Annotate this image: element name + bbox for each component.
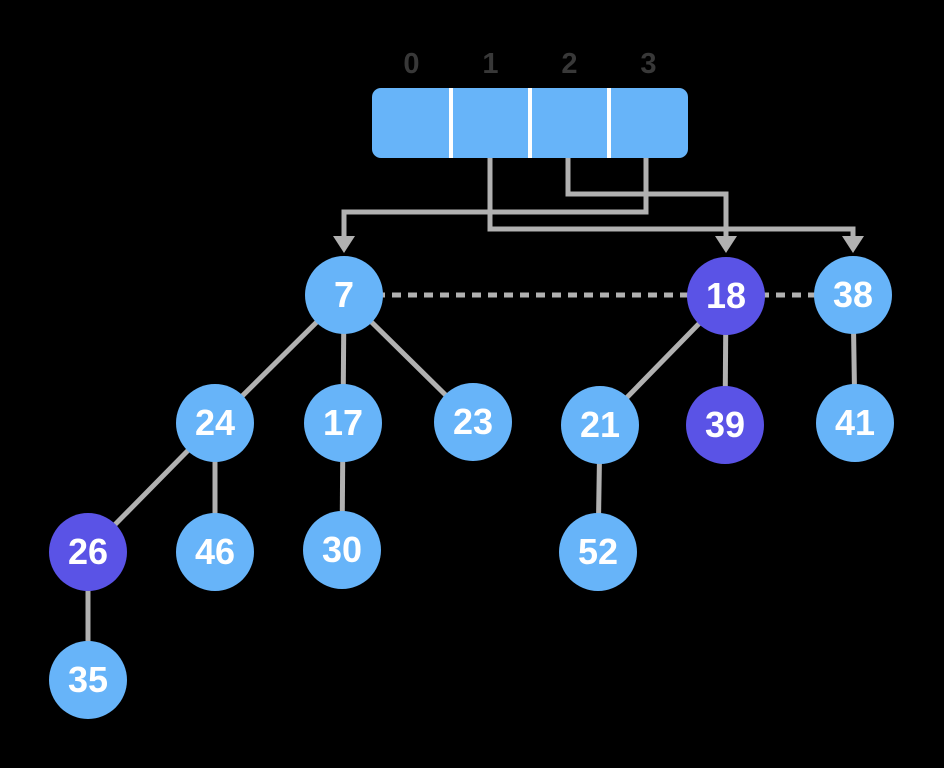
node-18: 18 — [687, 257, 765, 335]
array-cell-divider — [449, 88, 453, 158]
node-30: 30 — [303, 511, 381, 589]
pointer-arrow-index1-to-38 — [487, 158, 856, 237]
pointer-arrow-index3-to-7 — [341, 158, 649, 237]
array-index-3: 3 — [640, 48, 657, 80]
arrowhead-to-38 — [842, 236, 864, 253]
array-index-0: 0 — [403, 48, 420, 80]
node-21: 21 — [561, 386, 639, 464]
node-38: 38 — [814, 256, 892, 334]
node-39: 39 — [686, 386, 764, 464]
node-46: 46 — [176, 513, 254, 591]
node-26: 26 — [49, 513, 127, 591]
node-17: 17 — [304, 384, 382, 462]
node-41: 41 — [816, 384, 894, 462]
array-cell-divider — [607, 88, 611, 158]
node-24: 24 — [176, 384, 254, 462]
array-index-2: 2 — [561, 48, 578, 80]
array-index-1: 1 — [482, 48, 499, 80]
arrowhead-to-18 — [715, 236, 737, 253]
node-7: 7 — [305, 256, 383, 334]
node-35: 35 — [49, 641, 127, 719]
degree-array — [372, 88, 688, 158]
node-23: 23 — [434, 383, 512, 461]
arrowhead-to-7 — [333, 236, 355, 253]
array-cell-divider — [528, 88, 532, 158]
node-52: 52 — [559, 513, 637, 591]
